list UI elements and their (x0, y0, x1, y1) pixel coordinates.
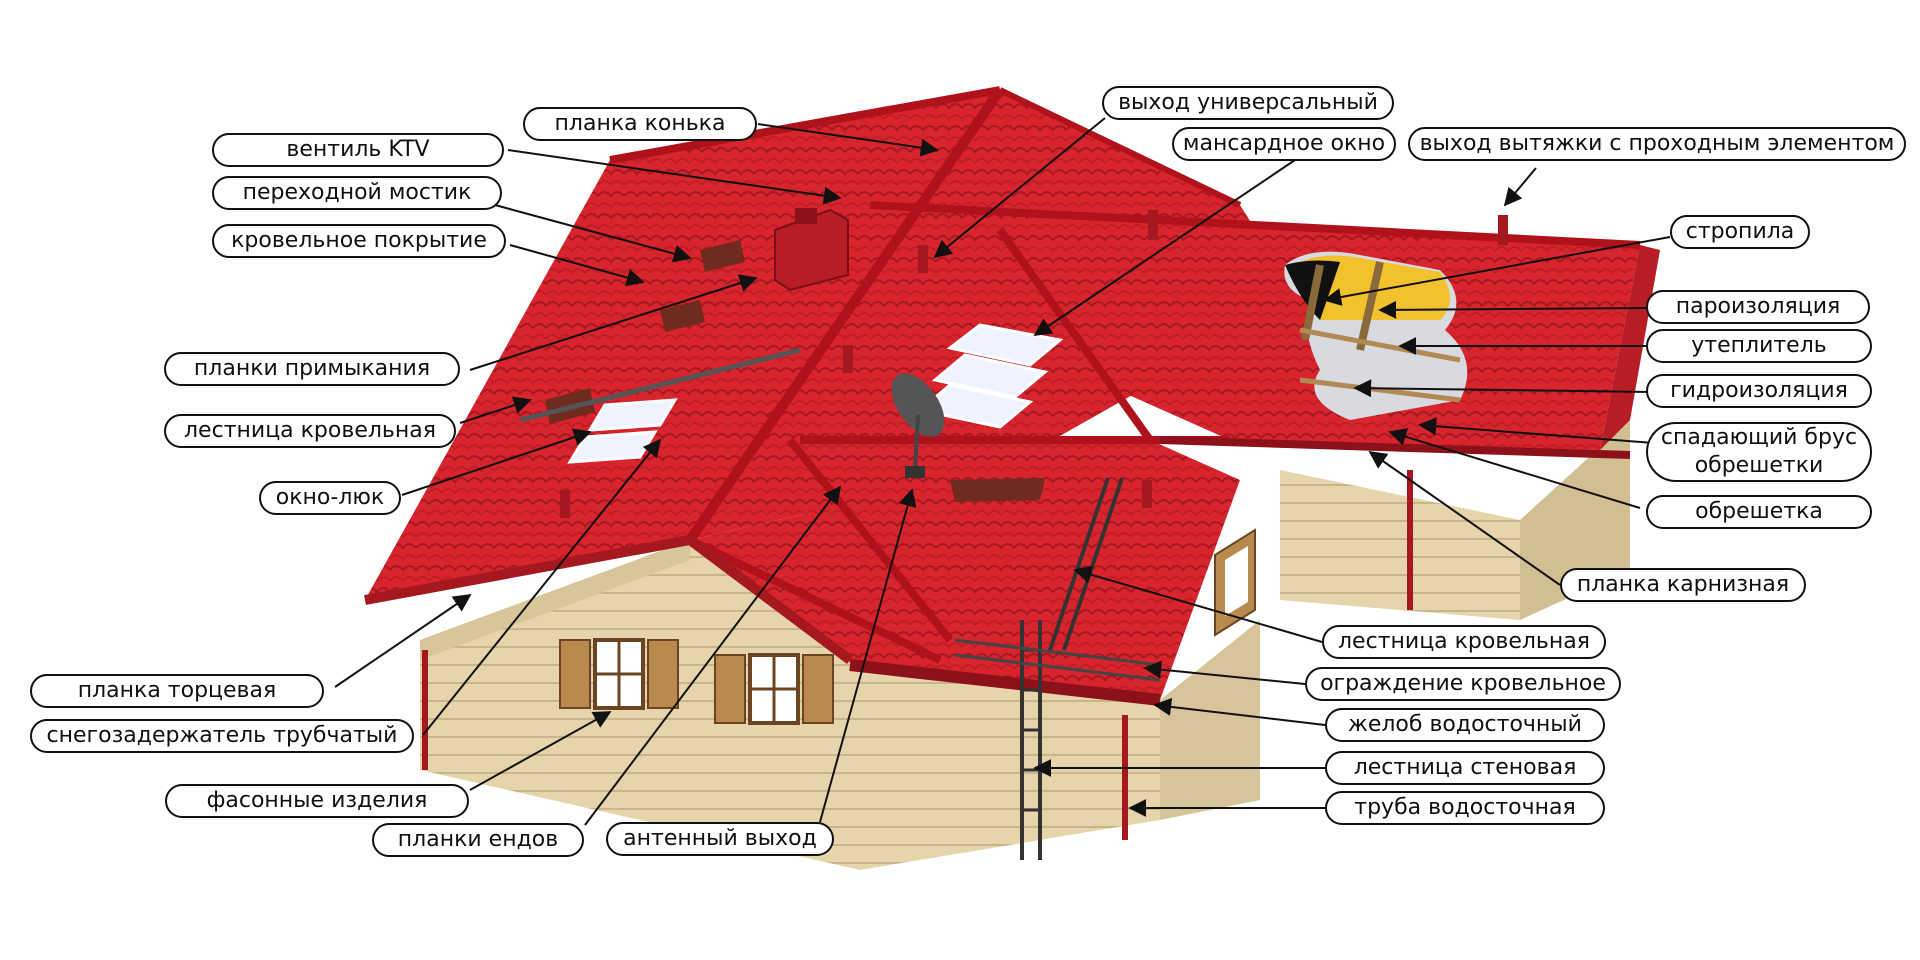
label-flashing-strips: планки примыкания (164, 352, 460, 386)
wall-window-2 (714, 653, 834, 725)
label-eaves-strip: планка карнизная (1560, 568, 1806, 602)
label-universal-outlet: выход универсальный (1102, 86, 1394, 120)
label-gable-strip: планка торцевая (30, 674, 324, 708)
ladders (519, 347, 1124, 860)
wall-window-1 (559, 638, 679, 710)
label-waterproofing: гидроизоляция (1646, 374, 1872, 408)
label-roof-covering: кровельное покрытие (212, 224, 506, 258)
label-ktv-valve: вентиль KTV (212, 133, 504, 167)
label-antenna-outlet: антенный выход (606, 822, 834, 856)
label-ridge-board: планка конька (523, 107, 757, 141)
label-wall-ladder: лестница стеновая (1325, 751, 1605, 785)
roof-railing (954, 638, 1161, 682)
label-valley-strips: планки ендов (372, 823, 584, 857)
label-walkway: переходной мостик (212, 176, 502, 210)
label-tube-snow-guard: снегозадержатель трубчатый (30, 719, 414, 753)
label-dormer-window: мансардное окно (1172, 127, 1396, 161)
label-roof-hatch: окно-люк (259, 481, 401, 515)
vents (560, 210, 1508, 518)
label-downpipe: труба водосточная (1325, 791, 1605, 825)
label-roof-ladder-right: лестница кровельная (1322, 625, 1606, 659)
label-counter-batten-line1: спадающий брус (1660, 425, 1858, 450)
chimney (774, 208, 849, 292)
dormer-windows-right (916, 323, 1064, 429)
label-counter-batten: спадающий брус обрешетки (1646, 422, 1872, 482)
label-battens: обрешетка (1646, 495, 1872, 529)
label-shaped-products: фасонные изделия (165, 784, 469, 818)
label-vapor-barrier: пароизоляция (1646, 290, 1870, 324)
satellite-dish (891, 373, 945, 478)
label-counter-batten-line2: обрешетки (1694, 453, 1824, 478)
label-insulation: утеплитель (1646, 329, 1872, 363)
side-window (1214, 528, 1256, 637)
label-rafters: стропила (1670, 215, 1810, 249)
label-roof-railing: ограждение кровельное (1305, 667, 1621, 701)
label-exhaust-outlet: выход вытяжки с проходным элементом (1408, 127, 1906, 161)
label-roof-ladder-left: лестница кровельная (164, 414, 456, 448)
pointer-lines (334, 117, 1681, 826)
downpipes (422, 470, 1413, 840)
label-gutter: желоб водосточный (1325, 708, 1605, 742)
